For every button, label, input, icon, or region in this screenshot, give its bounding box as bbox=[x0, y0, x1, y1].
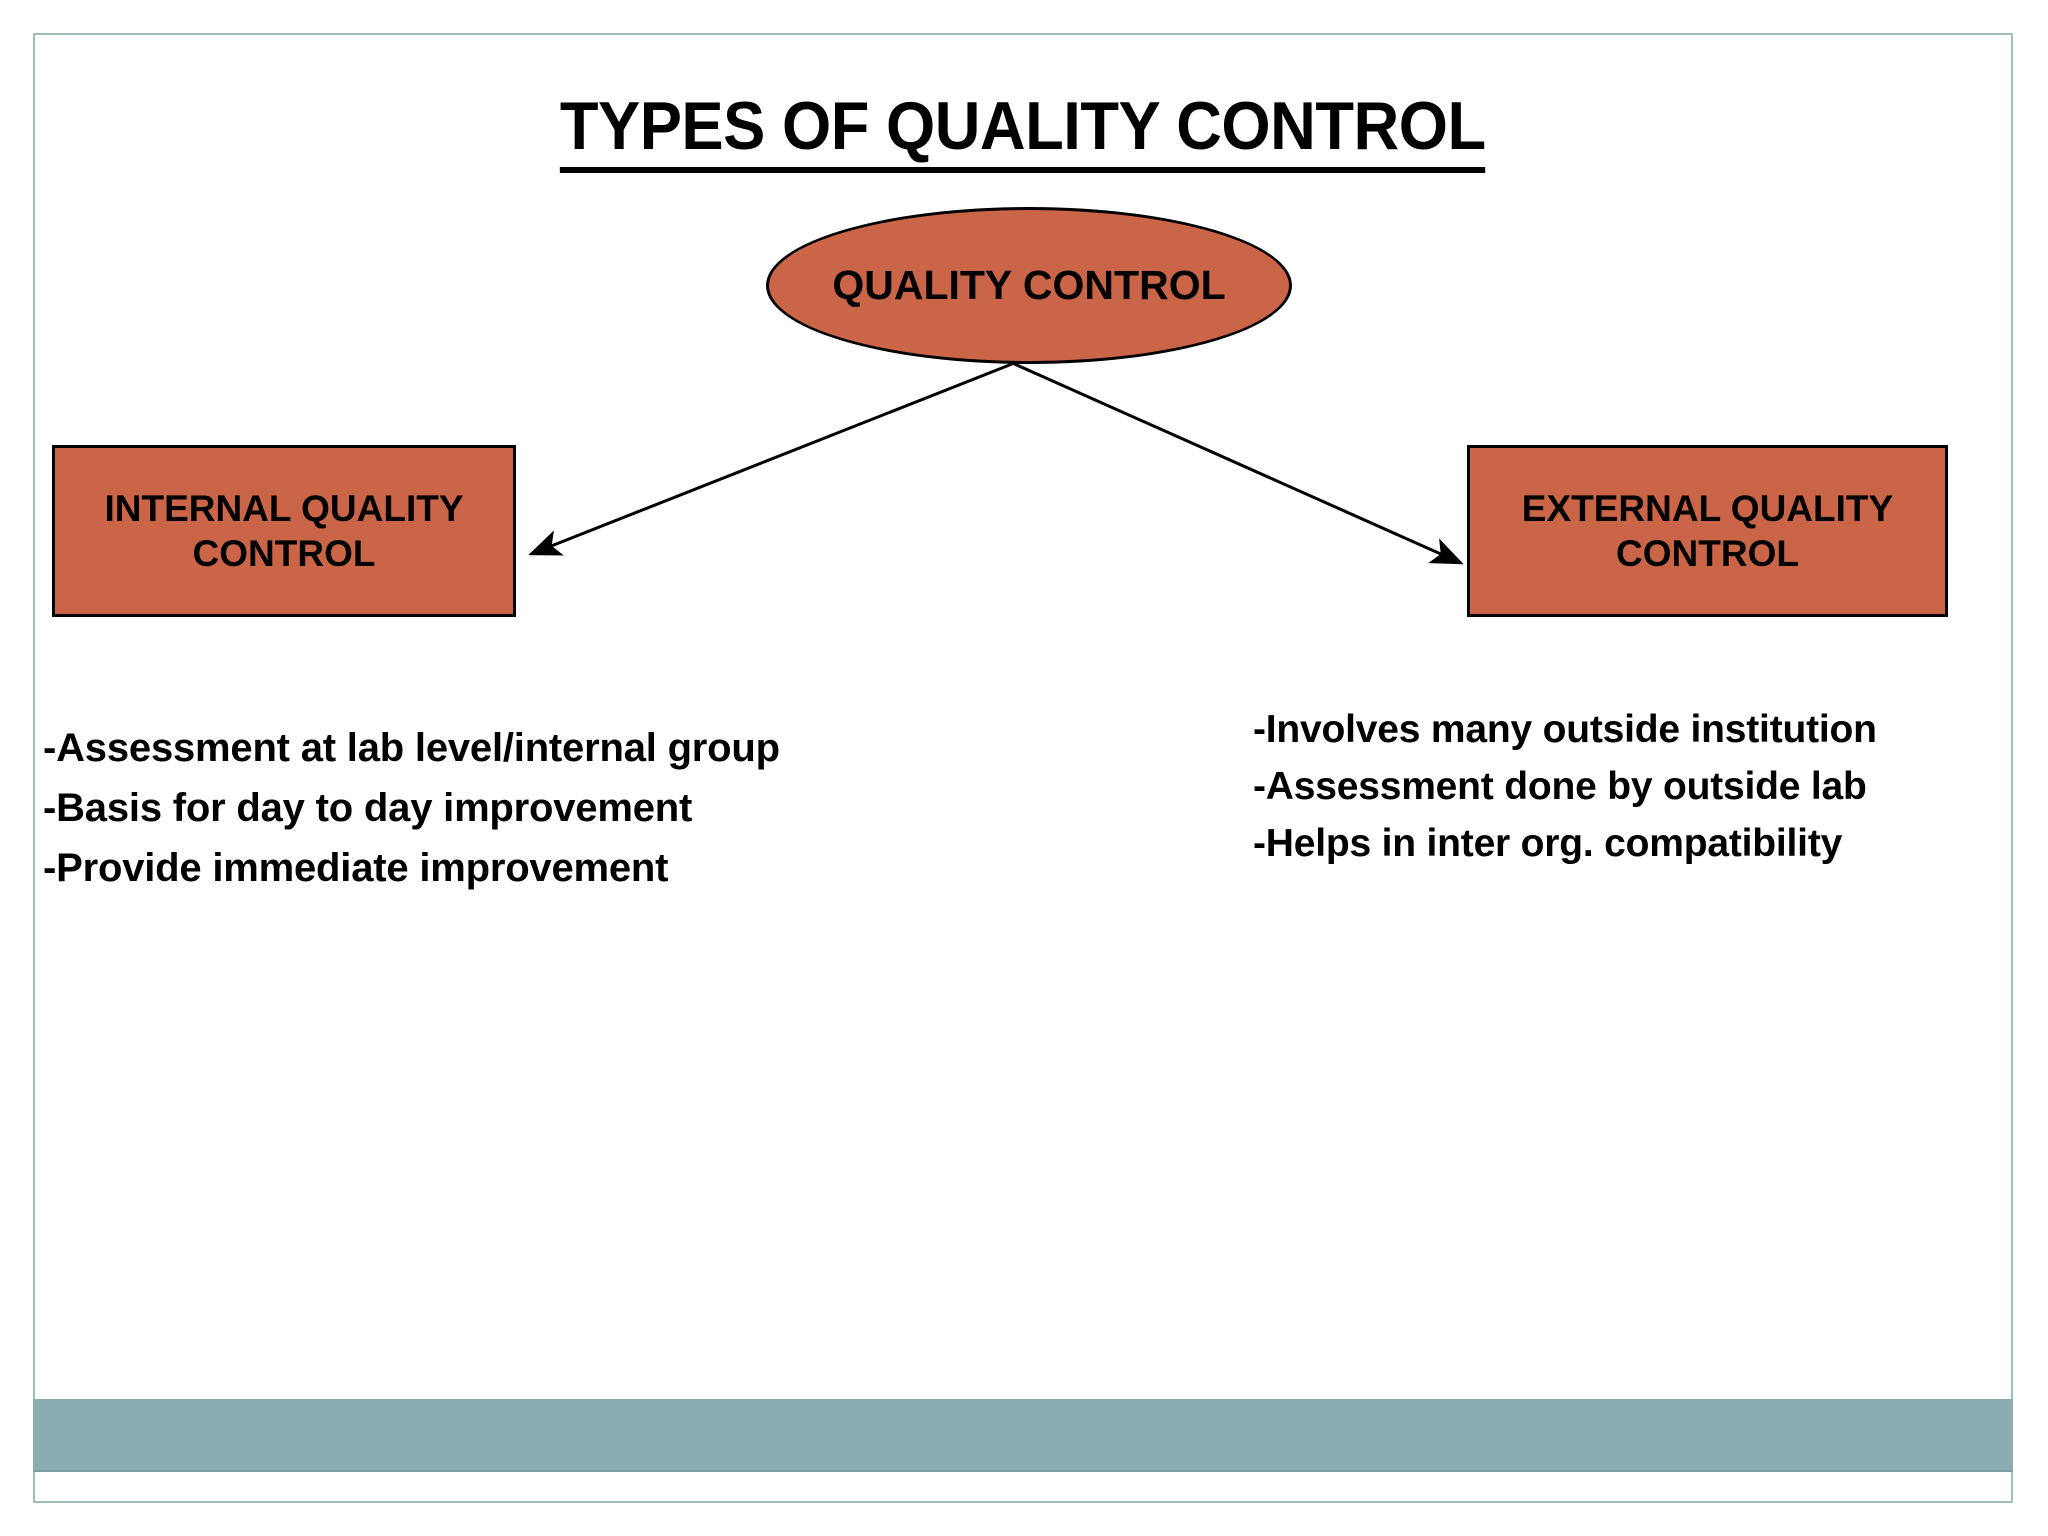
bullet-item: -Involves many outside institution bbox=[1253, 708, 1877, 751]
bullet-list-external: -Involves many outside institution -Asse… bbox=[1253, 707, 2013, 878]
bullet-item: -Assessment done by outside lab bbox=[1253, 765, 1867, 809]
connector-root-to-external bbox=[1009, 360, 1464, 565]
bullet-item: -Assessment at lab level/internal group bbox=[43, 726, 780, 770]
bullet-item: -Helps in inter org. compatibility bbox=[1253, 822, 1843, 866]
footer-band bbox=[33, 1399, 2013, 1472]
bullet-list-internal: -Assessment at lab level/internal group … bbox=[43, 725, 993, 906]
node-external-quality-control-label: EXTERNAL QUALITY CONTROL bbox=[1521, 487, 1894, 574]
connector-root-to-internal bbox=[528, 362, 1013, 556]
node-internal-quality-control-label: INTERNAL QUALITY CONTROL bbox=[104, 487, 464, 574]
node-quality-control-label: QUALITY CONTROL bbox=[832, 262, 1226, 308]
page-title-text: TYPES OF QUALITY CONTROL bbox=[560, 87, 1486, 173]
bullet-item: -Provide immediate improvement bbox=[43, 846, 669, 891]
node-internal-quality-control[interactable]: INTERNAL QUALITY CONTROL bbox=[52, 445, 516, 617]
node-external-quality-control[interactable]: EXTERNAL QUALITY CONTROL bbox=[1467, 445, 1948, 617]
slide-canvas: TYPES OF QUALITY CONTROL QUALITY CONTROL… bbox=[33, 33, 2013, 1503]
node-quality-control[interactable]: QUALITY CONTROL bbox=[766, 207, 1292, 364]
page-title: TYPES OF QUALITY CONTROL bbox=[35, 87, 2011, 173]
bullet-item: -Basis for day to day improvement bbox=[43, 786, 693, 831]
